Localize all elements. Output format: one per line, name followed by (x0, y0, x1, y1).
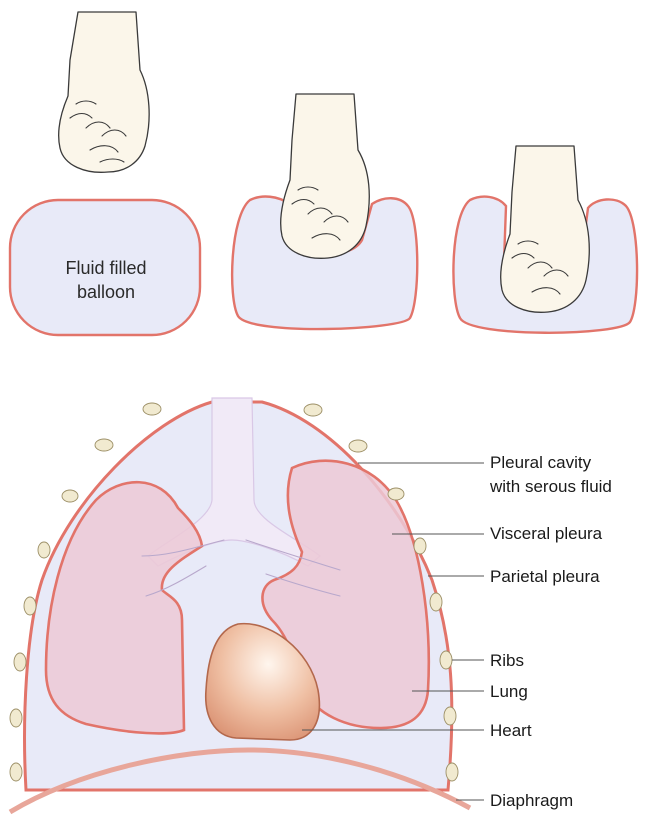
rib (304, 404, 322, 416)
rib (143, 403, 161, 415)
thorax-diagram: Pleural cavity with serous fluid Viscera… (10, 398, 612, 812)
label-visceral-pleura: Visceral pleura (490, 524, 603, 543)
label-pleural-cavity: Pleural cavity (490, 453, 592, 472)
rib (414, 538, 426, 554)
rib (95, 439, 113, 451)
rib (444, 707, 456, 725)
rib (10, 763, 22, 781)
rib (14, 653, 26, 671)
rib (430, 593, 442, 611)
fist-icon (59, 12, 149, 172)
rib (440, 651, 452, 669)
rib (388, 488, 404, 500)
label-diaphragm: Diaphragm (490, 791, 573, 810)
fist-icon (281, 94, 370, 258)
label-ribs: Ribs (490, 651, 524, 670)
label-heart: Heart (490, 721, 532, 740)
label-pleural-cavity-line2: with serous fluid (489, 477, 612, 496)
rib (10, 709, 22, 727)
left-lung (46, 482, 202, 733)
balloon-label-line2: balloon (77, 282, 135, 302)
rib (446, 763, 458, 781)
fist-icon (501, 146, 590, 312)
rib (62, 490, 78, 502)
balloon-panel-3 (453, 146, 637, 333)
rib (38, 542, 50, 558)
balloon-panel-2 (232, 94, 417, 329)
balloon-label-line1: Fluid filled (65, 258, 146, 278)
rib (24, 597, 36, 615)
label-lung: Lung (490, 682, 528, 701)
label-parietal-pleura: Parietal pleura (490, 567, 600, 586)
balloon-panel-1: Fluid filled balloon (10, 12, 200, 335)
rib (349, 440, 367, 452)
